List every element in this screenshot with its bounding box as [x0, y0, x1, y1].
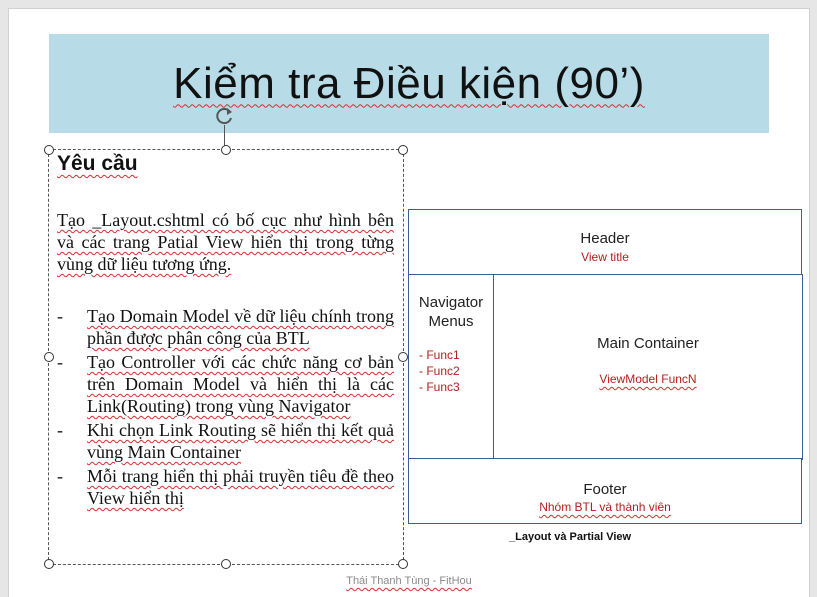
resize-handle-bottom-center[interactable]: [221, 559, 231, 569]
list-item: - Func2: [419, 364, 460, 378]
navigator-label: Navigator Menus: [418, 294, 484, 330]
slide-footer-text: Thái Thanh Tùng - FitHou: [346, 575, 472, 587]
list-item: - Func3: [419, 380, 460, 394]
diagram-caption: _Layout và Partial View: [509, 531, 632, 543]
list-item: - Tạo Controller với các chức năng cơ bả…: [57, 352, 394, 416]
layout-main-container-region[interactable]: Main Container ViewModel FuncN: [493, 274, 803, 460]
resize-handle-top-left[interactable]: [44, 145, 54, 155]
list-item: - Mỗi trang hiển thị phải truyền tiêu đề…: [57, 466, 394, 508]
list-item: - Khi chọn Link Routing sẽ hiển thị kết …: [57, 420, 394, 462]
resize-handle-top-right[interactable]: [398, 145, 408, 155]
requirements-intro: Tạo _Layout.cshtml có bố cục như hình bê…: [57, 210, 394, 274]
main-container-sub-label: ViewModel FuncN: [599, 372, 697, 386]
navigator-func-list: - Func1 - Func2 - Func3: [419, 347, 460, 395]
slide-title: Kiểm tra Điều kiện (90’): [173, 58, 645, 108]
footer-label: Footer: [583, 481, 627, 498]
layout-footer-region[interactable]: Footer Nhóm BTL và thành viên: [408, 458, 802, 524]
main-container-label: Main Container: [597, 335, 699, 352]
slide-canvas[interactable]: Kiểm tra Điều kiện (90’) Yêu cầu Tạo _La…: [9, 9, 809, 597]
requirements-heading: Yêu cầu: [57, 152, 138, 175]
resize-handle-bottom-right[interactable]: [398, 559, 408, 569]
layout-navigator-region[interactable]: Navigator Menus - Func1 - Func2 - Func3: [408, 274, 494, 460]
resize-handle-bottom-left[interactable]: [44, 559, 54, 569]
resize-handle-top-center[interactable]: [221, 145, 231, 155]
title-placeholder[interactable]: Kiểm tra Điều kiện (90’): [49, 34, 769, 133]
header-sub-label: View title: [581, 250, 629, 264]
rotate-handle-stem: [224, 125, 225, 147]
resize-handle-middle-right[interactable]: [398, 352, 408, 362]
header-label: Header: [580, 230, 630, 247]
list-item: - Tạo Domain Model về dữ liệu chính tron…: [57, 306, 394, 348]
footer-sub-label: Nhóm BTL và thành viên: [539, 500, 671, 514]
rotate-handle-icon[interactable]: [213, 105, 235, 127]
requirements-list: - Tạo Domain Model về dữ liệu chính tron…: [57, 305, 394, 511]
list-item: - Func1: [419, 348, 460, 362]
resize-handle-middle-left[interactable]: [44, 352, 54, 362]
layout-header-region[interactable]: Header View title: [408, 209, 802, 275]
